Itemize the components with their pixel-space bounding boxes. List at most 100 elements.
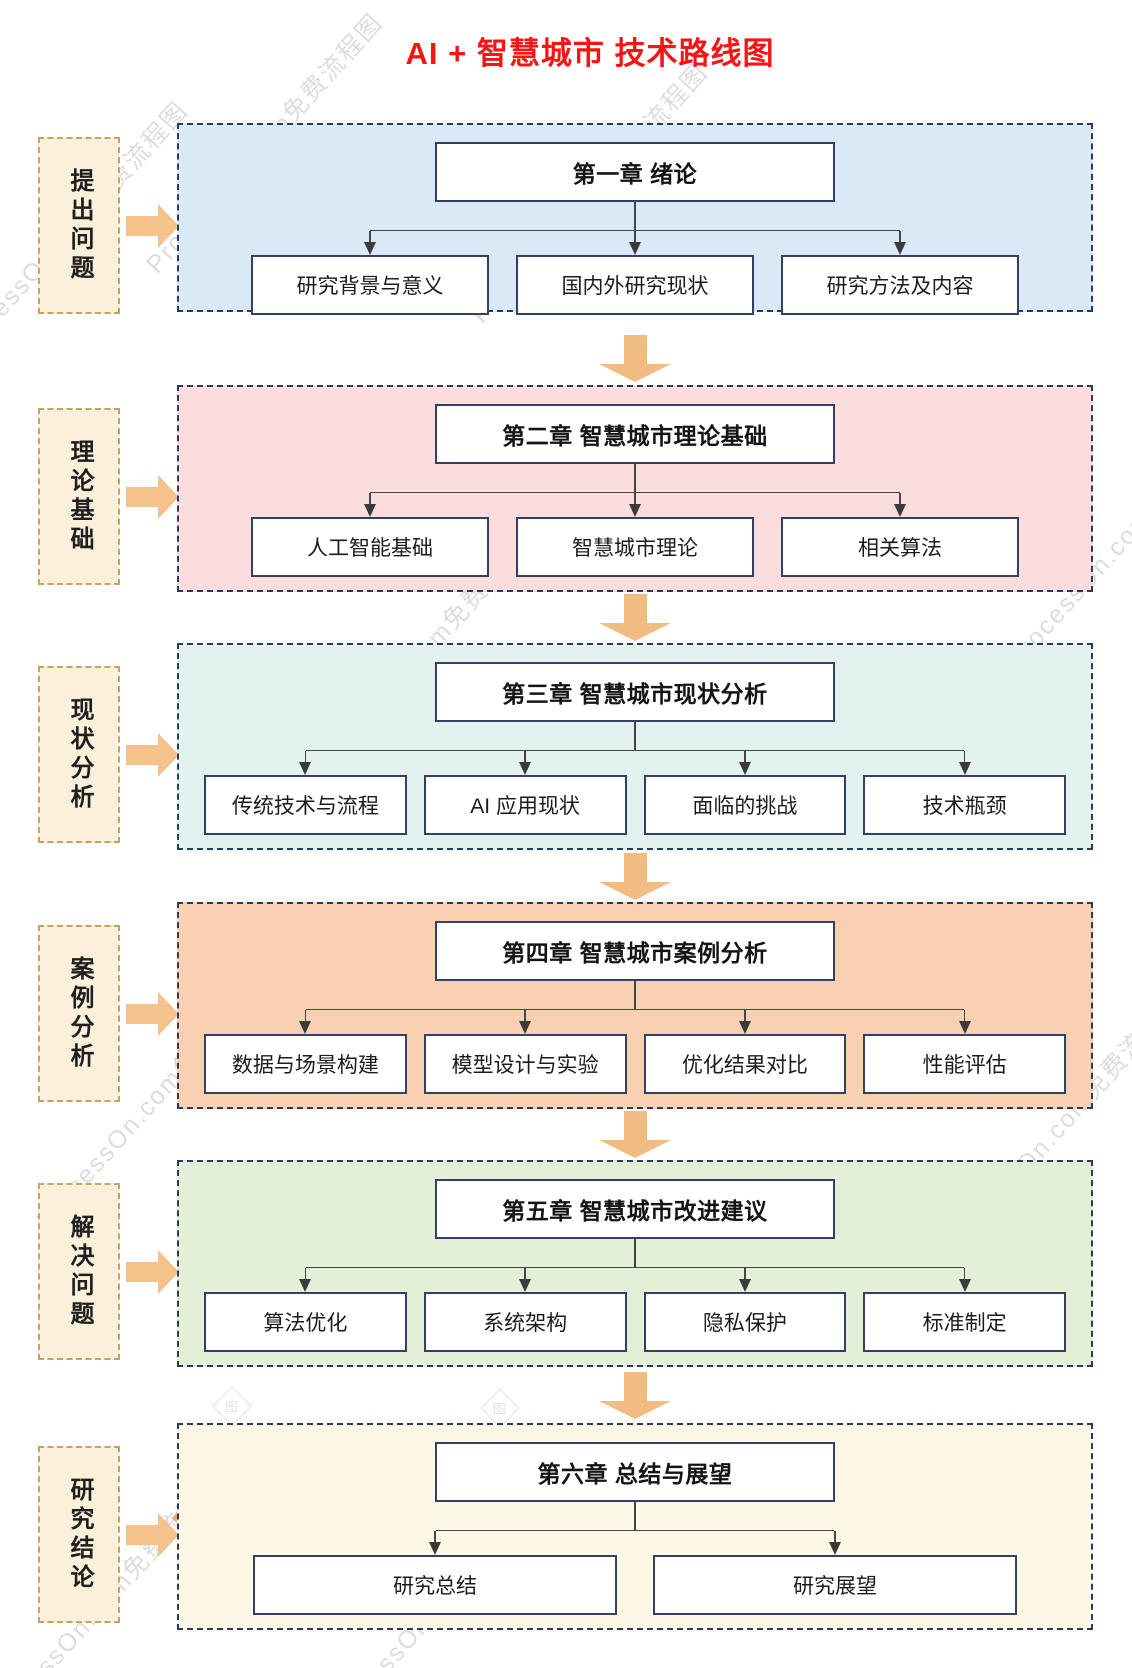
chapter-title-box: 第六章 总结与展望 (435, 1442, 835, 1502)
right-arrow-icon (126, 991, 179, 1036)
down-arrow-shaft (623, 594, 647, 624)
down-arrow-shaft (623, 853, 647, 883)
sub-topic-box: 系统架构 (423, 1292, 627, 1352)
down-arrow-head (599, 882, 671, 900)
right-arrow-head (158, 1249, 179, 1294)
panel-gap (0, 850, 1132, 902)
right-arrow-icon (126, 203, 179, 248)
sub-topic-cell: AI 应用现状 (423, 751, 627, 835)
chapter-title-box: 第一章 绪论 (435, 142, 835, 202)
connector-trunk (634, 981, 636, 1010)
sub-topic-box: 研究总结 (253, 1555, 617, 1615)
connector (179, 1502, 1091, 1531)
sub-topic-box: 人工智能基础 (251, 517, 489, 577)
sub-topic-cell: 研究背景与意义 (251, 231, 489, 315)
sections: 提出问题第一章 绪论研究背景与意义国内外研究现状研究方法及内容理论基础第二章 智… (0, 123, 1132, 1630)
down-arrow-head (599, 364, 671, 382)
right-arrow-head (158, 991, 179, 1036)
sub-topic-cell: 标准制定 (863, 1268, 1066, 1352)
right-arrow-shaft (126, 1524, 159, 1545)
sub-topic-cell: 算法优化 (204, 1268, 407, 1352)
chapter-panel: 第一章 绪论研究背景与意义国内外研究现状研究方法及内容 (177, 123, 1093, 315)
sub-topic-box: 相关算法 (781, 517, 1019, 577)
sub-topic-box: 模型设计与实验 (423, 1034, 627, 1094)
roadmap-row: 案例分析第四章 智慧城市案例分析数据与场景构建模型设计与实验优化结果对比性能评估 (0, 902, 1132, 1109)
down-arrow-shaft (623, 1372, 647, 1402)
chapter-title-box: 第四章 智慧城市案例分析 (435, 921, 835, 981)
sub-topic-cell: 数据与场景构建 (204, 1010, 407, 1094)
stage-label: 现状分析 (66, 696, 93, 813)
connector-rail (436, 1529, 834, 1531)
connector (179, 981, 1091, 1010)
sub-topic-cell: 智慧城市理论 (516, 493, 754, 577)
sub-topic-cell: 优化结果对比 (643, 1010, 847, 1094)
sub-topic-cell: 国内外研究现状 (516, 231, 754, 315)
sub-topic-box: 标准制定 (863, 1292, 1066, 1352)
stage-label: 案例分析 (66, 955, 93, 1072)
right-arrow-shaft (126, 1003, 159, 1024)
panel-gap (0, 1109, 1132, 1160)
stage-label: 解决问题 (66, 1213, 93, 1330)
stage-label: 提出问题 (66, 167, 93, 284)
page-title: AI + 智慧城市 技术路线图 (405, 36, 775, 71)
stage-label-box: 理论基础 (38, 408, 120, 585)
sub-topic-box: 研究背景与意义 (251, 255, 489, 315)
stage-label-box: 解决问题 (38, 1183, 120, 1360)
stage-label: 理论基础 (66, 438, 93, 555)
down-arrow-head (599, 623, 671, 641)
right-arrow-shaft (126, 1261, 159, 1282)
sub-topic-box: 研究展望 (653, 1555, 1017, 1615)
right-arrow-head (158, 203, 179, 248)
right-arrow-head (158, 474, 179, 519)
connector-rail (306, 1266, 964, 1268)
sub-topic-box: 技术瓶颈 (863, 775, 1066, 835)
connector (179, 1239, 1091, 1268)
stage-label-box: 研究结论 (38, 1446, 120, 1623)
sub-topic-cell: 隐私保护 (643, 1268, 847, 1352)
panel-gap (0, 592, 1132, 643)
sub-topic-row: 数据与场景构建模型设计与实验优化结果对比性能评估 (179, 1010, 1091, 1094)
right-arrow-shaft (126, 486, 159, 507)
chapter-title-box: 第三章 智慧城市现状分析 (435, 662, 835, 722)
sub-topic-cell: 研究展望 (653, 1531, 1017, 1615)
connector-rail (306, 1008, 964, 1010)
connector-trunk (634, 1502, 636, 1531)
right-arrow-head (158, 1512, 179, 1557)
sub-topic-box: 智慧城市理论 (516, 517, 754, 577)
connector-rail (370, 491, 900, 493)
connector (179, 722, 1091, 751)
sub-topic-box: 数据与场景构建 (204, 1034, 407, 1094)
right-arrow-icon (126, 732, 179, 777)
stage-label-box: 提出问题 (38, 137, 120, 314)
sub-topic-cell: 研究方法及内容 (781, 231, 1019, 315)
connector-trunk (634, 202, 636, 231)
right-arrow-icon (126, 1249, 179, 1294)
sub-topic-cell: 相关算法 (781, 493, 1019, 577)
chapter-panel: 第五章 智慧城市改进建议算法优化系统架构隐私保护标准制定 (177, 1160, 1093, 1367)
sub-topic-box: 传统技术与流程 (204, 775, 407, 835)
stage-label: 研究结论 (66, 1476, 93, 1593)
connector-trunk (634, 464, 636, 493)
connector-trunk (634, 1239, 636, 1268)
sub-topic-box: 性能评估 (863, 1034, 1066, 1094)
connector (179, 202, 1091, 231)
down-arrow-head (599, 1140, 671, 1158)
sub-topic-row: 算法优化系统架构隐私保护标准制定 (179, 1268, 1091, 1352)
roadmap-row: 解决问题 第五章 智慧城市改进建议算法优化系统架构隐私保护标准制定 (0, 1160, 1132, 1367)
right-arrow-icon (126, 1512, 179, 1557)
right-arrow-shaft (126, 744, 159, 765)
right-arrow-icon (126, 474, 179, 519)
right-arrow-shaft (126, 215, 159, 236)
panel-gap (0, 1367, 1132, 1423)
sub-topic-box: 研究方法及内容 (781, 255, 1019, 315)
right-arrow-head (158, 732, 179, 777)
connector (179, 464, 1091, 493)
connector-rail (370, 229, 900, 231)
chapter-panel: 第六章 总结与展望研究总结研究展望 (177, 1423, 1093, 1630)
connector-trunk (634, 722, 636, 751)
sub-topic-row: 人工智能基础智慧城市理论相关算法 (179, 493, 1091, 577)
